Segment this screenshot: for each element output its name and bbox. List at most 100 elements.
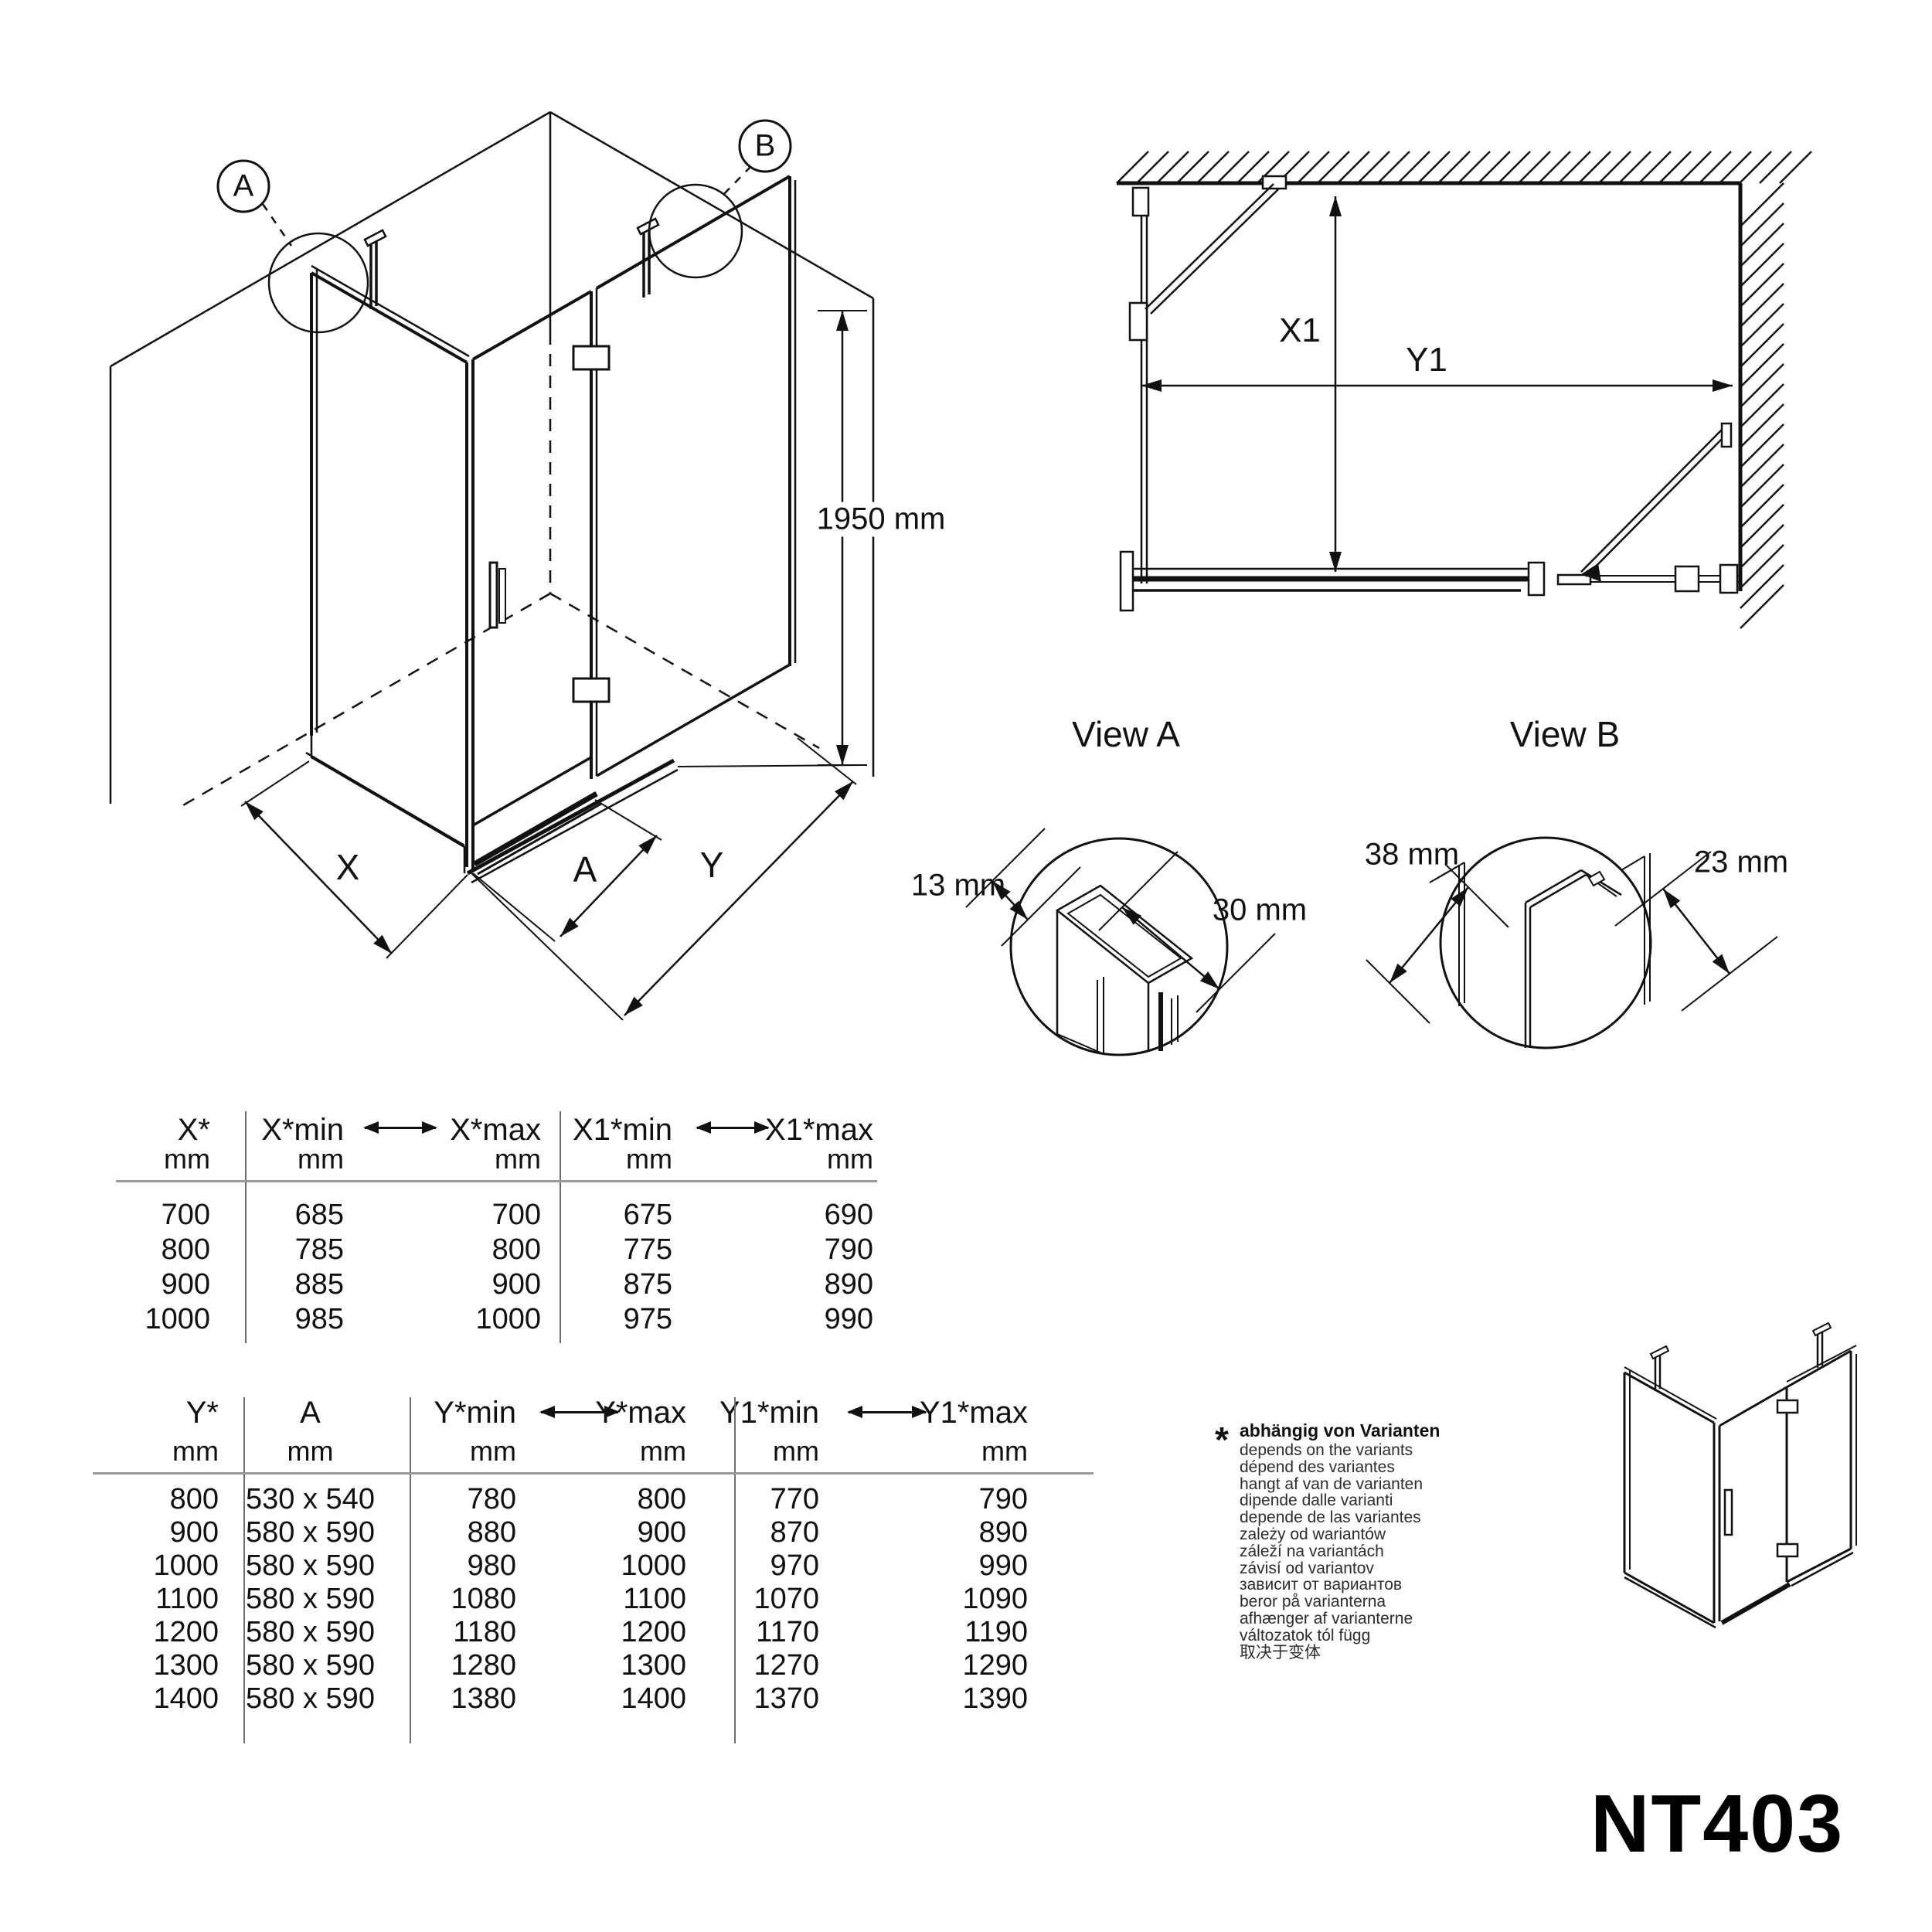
table-cell: 870 (770, 1516, 819, 1549)
table-cell: 580 x 590 (246, 1516, 375, 1549)
dim-y-label: Y (699, 845, 724, 885)
col-header-x: X* (177, 1113, 210, 1147)
col-header-xmax: X*max (450, 1113, 541, 1147)
view-b-title: View B (1509, 714, 1621, 754)
footnote-translation: dépend des variantes (1240, 1458, 1395, 1476)
footnote-translation: dipende dalle varianti (1240, 1492, 1393, 1510)
table-cell: 785 (294, 1233, 344, 1266)
table-cell: 780 (467, 1483, 516, 1515)
table-cell: 1000 (153, 1549, 219, 1582)
col-header-y1max: Y1*max (919, 1396, 1028, 1430)
col-header-x1max: X1*max (764, 1113, 873, 1147)
col-header-xmin: X*min (261, 1113, 344, 1147)
table-cell: 890 (978, 1516, 1028, 1549)
table-cell: 875 (623, 1268, 672, 1301)
table-cell: 1300 (621, 1649, 686, 1682)
dim-x1-label: X1 (1271, 311, 1328, 350)
table-cell: 980 (467, 1549, 516, 1582)
table-cell: 1380 (451, 1682, 516, 1715)
unit-label: mm (640, 1435, 686, 1467)
table-cell: 1200 (621, 1616, 686, 1648)
footnote-translation: beror på varianterna (1240, 1593, 1386, 1611)
unit-label: mm (164, 1143, 210, 1175)
dim-y1-label: Y1 (1406, 341, 1447, 379)
table-divider (243, 1397, 245, 1743)
col-header-y: Y* (185, 1396, 219, 1430)
range-arrow-icon (363, 1121, 437, 1134)
x-dimensions-table: X* X*min X*max X1*min X1*max mm mm mm mm… (116, 1107, 877, 1346)
table-cell: 675 (623, 1199, 672, 1231)
range-arrow-icon (696, 1121, 770, 1134)
table-cell: 885 (294, 1268, 344, 1301)
unit-label: mm (626, 1143, 672, 1175)
range-arrow-icon (847, 1406, 927, 1418)
footnote-translation: depende de las variantes (1240, 1509, 1421, 1527)
footnote-title: abhängig von Varianten (1240, 1420, 1440, 1440)
table-cell: 690 (824, 1199, 873, 1231)
table-cell: 800 (637, 1483, 686, 1515)
footnote-translation: зависит от вариантов (1240, 1576, 1403, 1594)
table-cell: 900 (169, 1516, 219, 1549)
table-cell: 1100 (155, 1583, 219, 1615)
table-cell: 685 (294, 1199, 344, 1231)
footnote-translation: depends on the variants (1240, 1441, 1413, 1459)
table-cell: 1100 (623, 1583, 686, 1615)
table-divider (245, 1111, 247, 1343)
table-cell: 900 (161, 1268, 210, 1301)
table-cell: 700 (161, 1199, 210, 1231)
callout-b-label: B (754, 128, 776, 163)
table-cell: 700 (492, 1199, 541, 1231)
table-cell: 1290 (962, 1649, 1028, 1682)
unit-label: mm (495, 1143, 541, 1175)
table-cell: 1070 (753, 1583, 819, 1615)
table-cell: 900 (637, 1516, 686, 1549)
unit-label: mm (981, 1435, 1028, 1467)
table-divider (410, 1397, 411, 1743)
table-cell: 880 (467, 1516, 516, 1549)
footnote-translation: 取决于变体 (1240, 1643, 1321, 1662)
dim-13mm-label: 13 mm (910, 868, 1006, 903)
footnote-translation: változatok tól függ (1240, 1626, 1371, 1645)
table-divider (734, 1397, 736, 1743)
dim-23mm-label: 23 mm (1693, 845, 1789, 879)
asterisk-marker: * (1215, 1420, 1229, 1460)
table-cell: 1370 (753, 1682, 819, 1715)
table-cell: 800 (492, 1233, 541, 1266)
table-cell: 990 (824, 1303, 873, 1335)
col-header-y1min: Y1*min (719, 1396, 819, 1430)
col-header-x1min: X1*min (573, 1113, 672, 1147)
col-header-a: A (300, 1396, 321, 1430)
table-cell: 580 x 590 (246, 1583, 375, 1615)
table-cell: 970 (770, 1549, 819, 1582)
height-dimension-label: 1950 mm (808, 502, 954, 537)
dim-30mm-label: 30 mm (1212, 893, 1308, 927)
table-cell: 790 (824, 1233, 873, 1266)
table-header-rule (116, 1180, 877, 1182)
table-cell: 1000 (145, 1303, 210, 1335)
table-cell: 1000 (621, 1549, 686, 1582)
table-cell: 580 x 590 (246, 1549, 375, 1582)
table-cell: 775 (623, 1233, 672, 1266)
y-dimensions-table: Y* A Y*min Y*max Y1*min Y1*max mm mm mm … (93, 1391, 1094, 1747)
table-cell: 1180 (453, 1616, 516, 1648)
table-cell: 530 x 540 (246, 1483, 375, 1515)
table-cell: 990 (978, 1549, 1028, 1582)
range-arrow-icon (539, 1406, 620, 1418)
table-cell: 770 (770, 1483, 819, 1515)
table-cell: 1090 (962, 1583, 1028, 1615)
table-cell: 580 x 590 (246, 1616, 375, 1648)
view-a-title: View A (1072, 714, 1180, 754)
variants-footnote: * abhängig von Varianten depends on the … (1215, 1420, 1440, 1662)
unit-label: mm (172, 1435, 219, 1467)
table-cell: 1390 (962, 1682, 1028, 1715)
unit-label: mm (298, 1143, 344, 1175)
col-header-ymin: Y*min (434, 1396, 516, 1430)
footnote-translation: závisí od variantov (1240, 1559, 1374, 1577)
table-cell: 985 (294, 1303, 344, 1335)
table-cell: 890 (824, 1268, 873, 1301)
footnote-translation: hangt af van de varianten (1240, 1475, 1423, 1493)
callout-a-label: A (233, 168, 254, 203)
table-cell: 800 (169, 1483, 219, 1515)
